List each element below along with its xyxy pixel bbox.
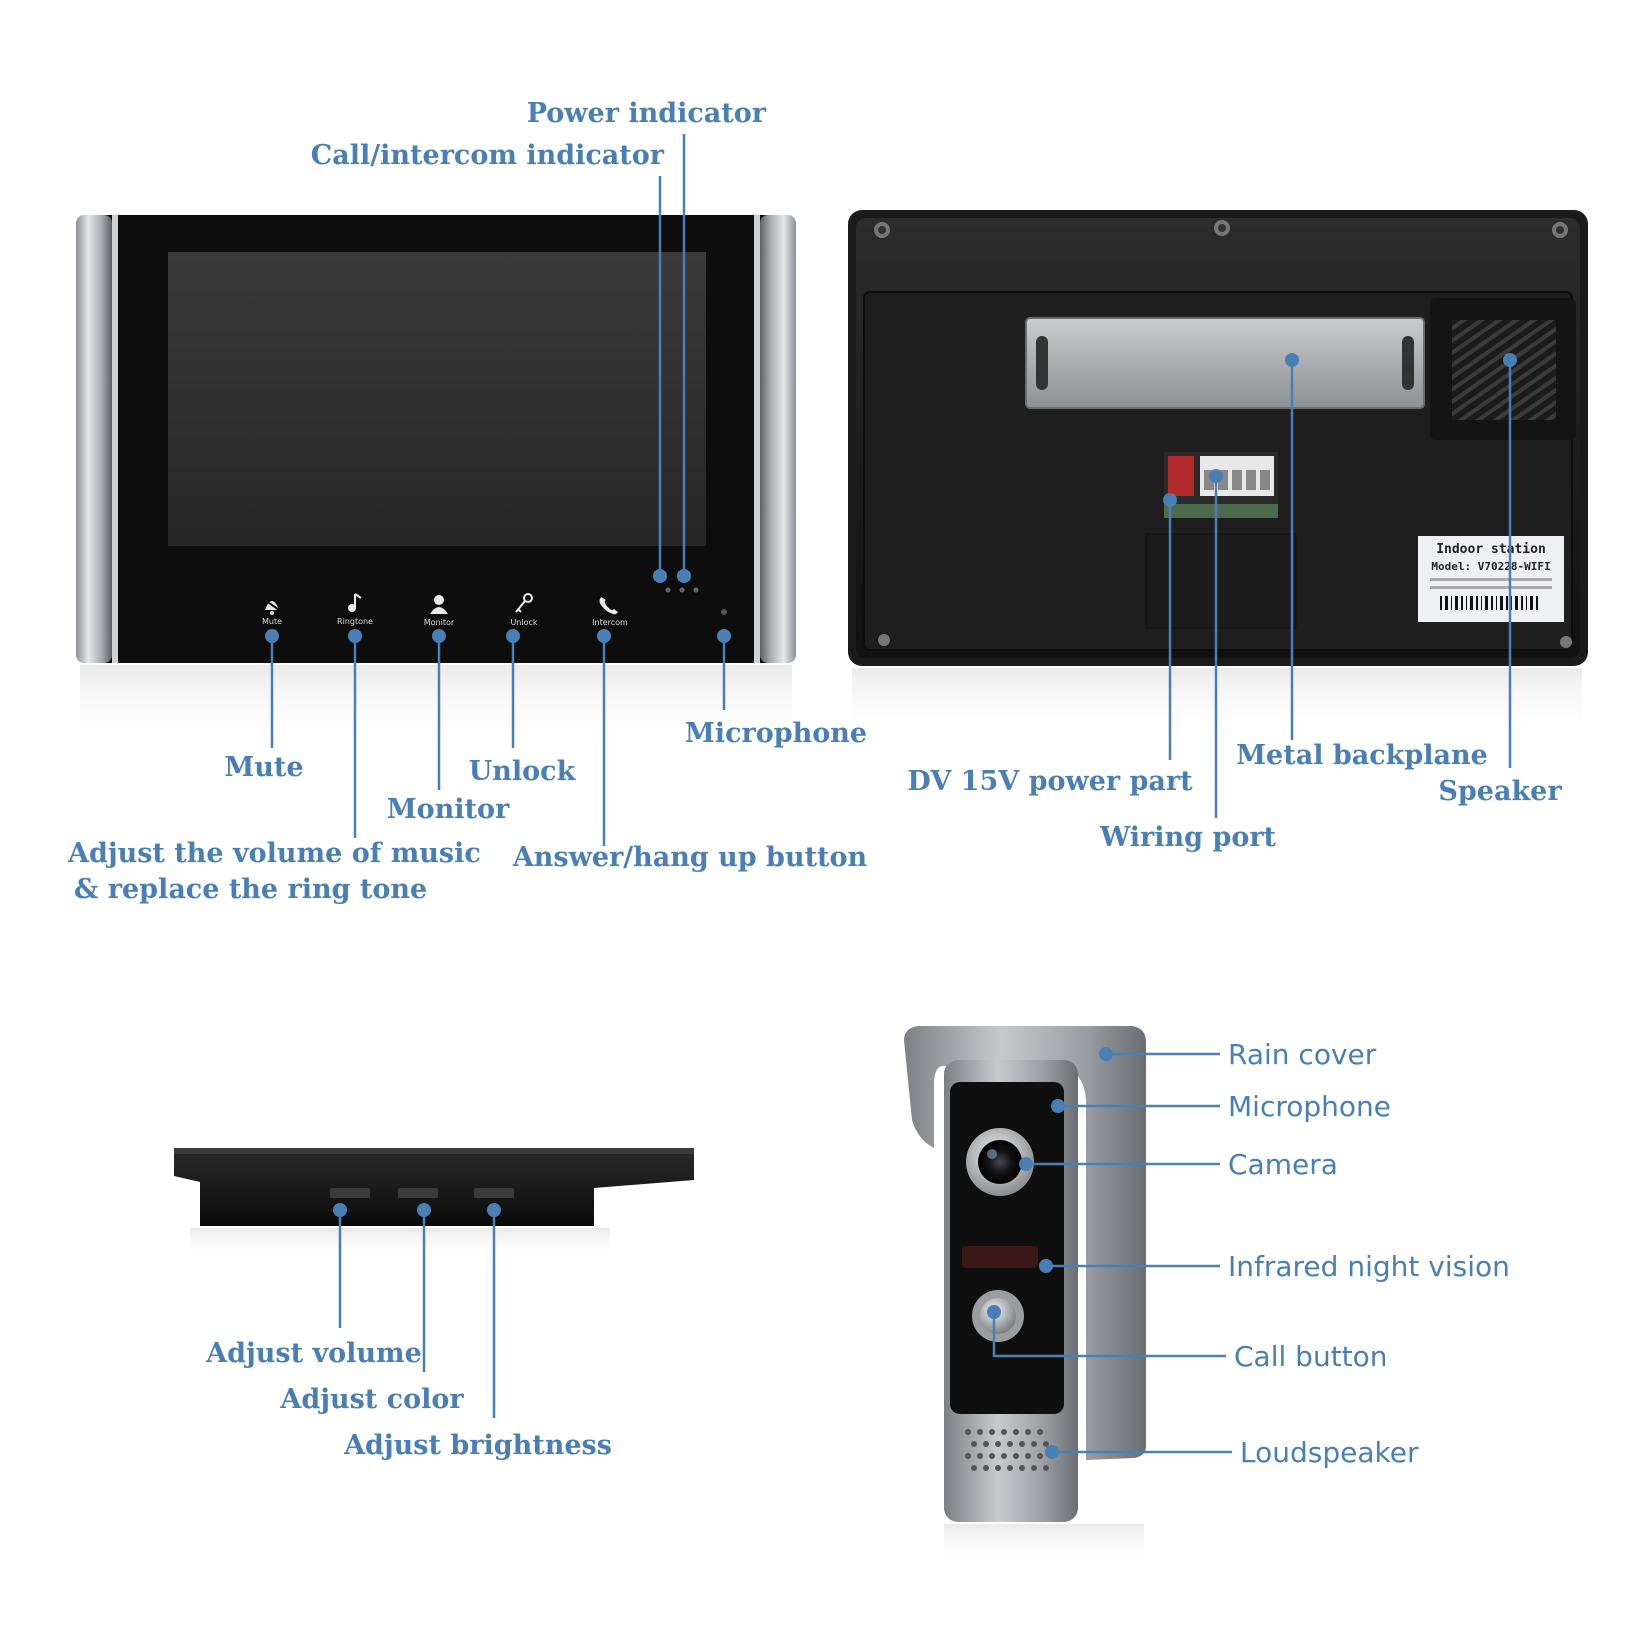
- callout-dots: [265, 353, 1517, 1459]
- callout-lines: [270, 134, 1512, 1454]
- label-camera: Camera: [1228, 1148, 1338, 1181]
- display-screen: [168, 252, 706, 546]
- back-monitor: Indoor station Model: V70228-WIFI: [848, 210, 1588, 738]
- side-monitor-labels: Adjust volume Adjust color Adjust bright…: [205, 1338, 612, 1461]
- label-unlock: Unlock: [469, 756, 577, 787]
- label-adjust-volume: Adjust volume: [205, 1338, 422, 1369]
- button-label: Intercom: [592, 618, 628, 627]
- mute-button: Mute: [261, 597, 283, 626]
- intercom-button: Intercom: [592, 597, 628, 627]
- front-monitor: Mute Ringtone Monitor Unlock: [76, 215, 796, 745]
- button-label: Ringtone: [337, 617, 373, 626]
- loudspeaker-grille: [965, 1429, 1049, 1471]
- label-monitor: Monitor: [387, 794, 510, 825]
- bell-mute-icon: [261, 597, 283, 615]
- door-camera-labels: Rain cover Microphone Camera Infrared ni…: [1228, 1038, 1510, 1469]
- model-sticker: Indoor station Model: V70228-WIFI: [1418, 536, 1564, 622]
- label-ringtone-line2: & replace the ring tone: [74, 874, 427, 905]
- label-speaker: Speaker: [1438, 776, 1562, 807]
- ringtone-button: Ringtone: [337, 593, 373, 626]
- label-answer-hangup: Answer/hang up button: [512, 842, 868, 873]
- label-infrared: Infrared night vision: [1228, 1250, 1510, 1283]
- camera-lens: [966, 1128, 1034, 1196]
- label-call-button: Call button: [1234, 1340, 1388, 1373]
- speaker-grille: [1430, 298, 1576, 440]
- metal-backplane: [1025, 317, 1425, 409]
- label-power-port: DV 15V power part: [907, 766, 1193, 797]
- back-monitor-labels: DV 15V power part Wiring port Metal back…: [907, 740, 1562, 853]
- unlock-button: Unlock: [510, 593, 538, 627]
- button-label: Unlock: [510, 618, 537, 627]
- label-adjust-color: Adjust color: [279, 1384, 464, 1415]
- label-metal-backplane: Metal backplane: [1236, 740, 1488, 771]
- person-icon: [430, 595, 448, 614]
- sticker-title: Indoor station: [1436, 542, 1546, 557]
- label-ringtone-line1: Adjust the volume of music: [67, 838, 481, 869]
- button-label: Monitor: [424, 618, 455, 627]
- front-monitor-labels: Power indicator Call/intercom indicator …: [67, 98, 868, 905]
- button-label: Mute: [262, 617, 282, 626]
- label-call-indicator: Call/intercom indicator: [311, 140, 665, 171]
- door-camera: [904, 1026, 1146, 1564]
- sticker-model: Model: V70228-WIFI: [1431, 560, 1550, 573]
- music-note-icon: [348, 593, 362, 612]
- label-microphone: Microphone: [685, 718, 867, 749]
- label-rain-cover: Rain cover: [1228, 1038, 1377, 1071]
- monitor-button: Monitor: [424, 595, 455, 627]
- phone-icon: [599, 597, 618, 615]
- infrared-window: [962, 1246, 1038, 1268]
- label-power-indicator: Power indicator: [527, 98, 767, 129]
- label-loudspeaker: Loudspeaker: [1240, 1436, 1419, 1469]
- label-adjust-brightness: Adjust brightness: [343, 1430, 612, 1461]
- wiring-block: [1164, 452, 1278, 518]
- barcode-icon: [1440, 596, 1538, 610]
- label-mute: Mute: [224, 752, 303, 783]
- side-monitor: [174, 1148, 694, 1258]
- key-icon: [515, 593, 533, 613]
- label-wiring-port: Wiring port: [1099, 822, 1277, 853]
- label-camera-microphone: Microphone: [1228, 1090, 1391, 1123]
